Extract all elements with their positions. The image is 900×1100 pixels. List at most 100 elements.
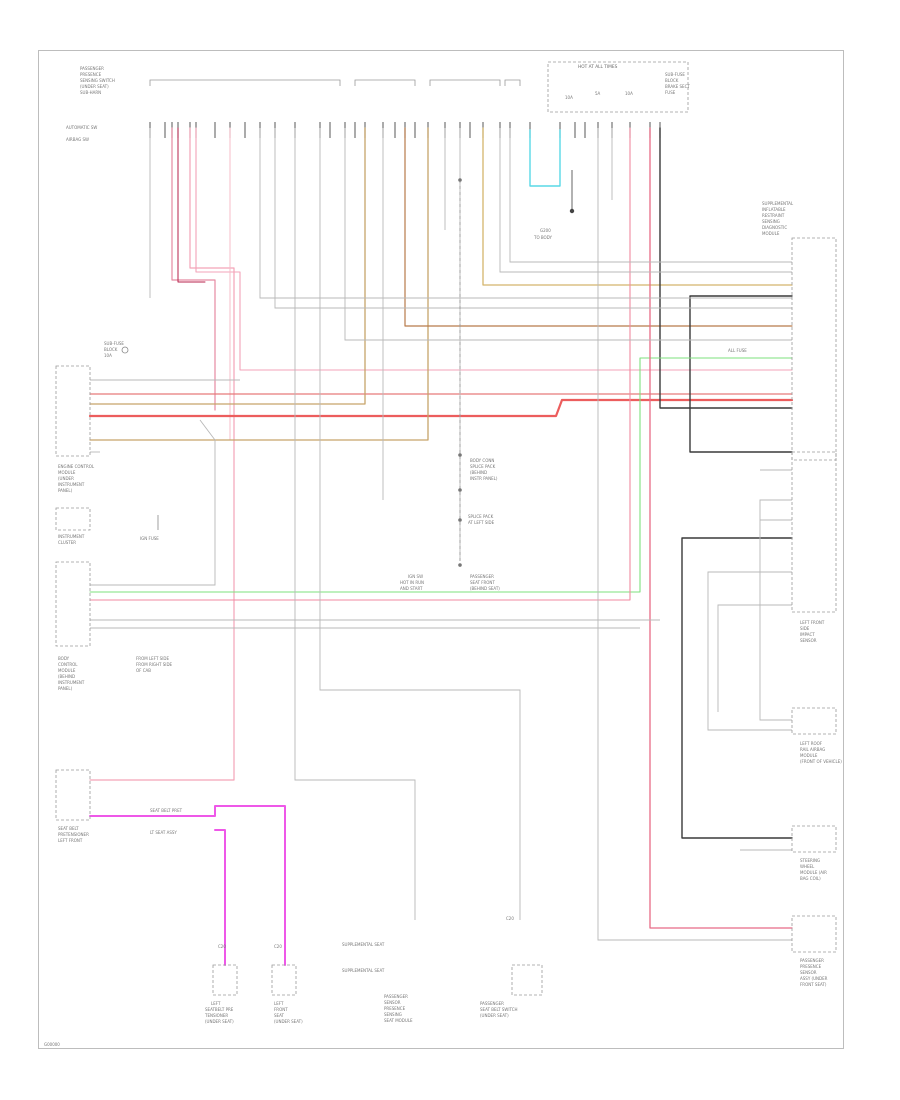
svg-text:FROM LEFT SIDE: FROM LEFT SIDE [136,656,169,661]
svg-text:ALL FUSE: ALL FUSE [728,348,747,353]
bottom-comp-4: C20 PASSENGER SEAT BELT SWITCH (UNDER SE… [480,916,543,1018]
svg-text:RAIL AIRBAG: RAIL AIRBAG [800,747,825,752]
fuse-block-title: HOT AT ALL TIMES [578,64,618,70]
page-code: G00000 [44,1042,60,1047]
svg-text:INSTRUMENT: INSTRUMENT [58,482,85,487]
bottom-comp-1: C20 LEFT SEATBELT PRE TENSIONER (UNDER S… [204,944,238,1024]
wire-yellow [482,127,793,286]
wire-pink-3 [195,127,793,371]
bottom-comp-3: SUPPLEMENTAL SEAT SUPPLEMENTAL SEAT PASS… [342,942,413,1023]
svg-text:HOT IN RUN: HOT IN RUN [400,580,424,585]
svg-text:INSTRUMENT: INSTRUMENT [58,534,85,539]
svg-text:(UNDER SEAT): (UNDER SEAT) [274,1019,303,1024]
svg-text:INSTR PANEL): INSTR PANEL) [470,476,498,481]
svg-text:STEERING: STEERING [800,858,820,863]
svg-text:LEFT FRONT: LEFT FRONT [58,838,83,843]
svg-text:OF CAB: OF CAB [136,668,151,673]
right-roof-module-1: LEFT ROOF RAIL AIRBAG MODULE (FRONT OF V… [791,707,842,764]
svg-text:C20: C20 [218,944,226,949]
svg-text:AND START: AND START [400,586,423,591]
right-roof-module-2: STEERING WHEEL MODULE (AIR BAG COIL) [791,825,837,881]
bottom-comp-2: C20 LEFT FRONT SEAT (UNDER SEAT) [271,944,303,1024]
svg-text:SEAT BELT SWITCH: SEAT BELT SWITCH [480,1007,518,1012]
svg-text:C20: C20 [506,916,514,921]
svg-text:BLOCK: BLOCK [665,78,679,83]
svg-text:10A: 10A [104,353,112,358]
svg-text:FUSE: FUSE [665,90,676,95]
svg-text:10A: 10A [565,95,573,100]
svg-text:LT SEAT ASSY: LT SEAT ASSY [150,830,177,835]
wire-black-3 [681,537,793,839]
fuse-block: HOT AT ALL TIMES SUB-FUSE BLOCK BRAKE SE… [547,61,690,113]
svg-text:IMPACT: IMPACT [800,632,815,637]
svg-text:SUB-FUSE: SUB-FUSE [665,72,685,77]
wire-brown [404,127,793,327]
wire-tan-1 [89,127,366,405]
svg-text:SENSING: SENSING [384,1012,402,1017]
svg-text:PANEL): PANEL) [58,686,73,691]
svg-text:(BEHIND SEAT): (BEHIND SEAT) [470,586,500,591]
svg-text:AUTOMATIC SW: AUTOMATIC SW [66,125,97,130]
wire-pink-2 [89,127,235,781]
svg-text:FRONT SEAT): FRONT SEAT) [800,982,827,987]
svg-text:ASSY (UNDER: ASSY (UNDER [800,976,828,981]
svg-text:FROM RIGHT SIDE: FROM RIGHT SIDE [136,662,173,667]
svg-text:LEFT ROOF: LEFT ROOF [800,741,823,746]
svg-text:(UNDER: (UNDER [58,476,74,481]
svg-text:TO BODY: TO BODY [533,235,553,240]
svg-text:SUPPLEMENTAL: SUPPLEMENTAL [762,201,794,206]
svg-text:CLUSTER: CLUSTER [58,540,76,545]
right-side-sensor: LEFT FRONT SIDE IMPACT SENSOR [791,451,837,643]
svg-text:SPLICE PACK: SPLICE PACK [470,464,496,469]
svg-text:SUPPLEMENTAL SEAT: SUPPLEMENTAL SEAT [342,968,385,973]
svg-text:PRESENCE: PRESENCE [800,964,822,969]
svg-text:10A: 10A [625,91,633,96]
svg-text:SEAT MODULE: SEAT MODULE [384,1018,413,1023]
svg-text:SEAT: SEAT [274,1013,284,1018]
svg-text:TENSIONER: TENSIONER [204,1013,228,1018]
svg-text:5A: 5A [595,91,601,96]
svg-text:MODULE: MODULE [58,668,76,673]
left-module-bcm: BODY CONTROL MODULE (BEHIND INSTRUMENT P… [55,561,173,691]
left-module-ecm: SUB-FUSE BLOCK 10A ENGINE CONTROL MODULE… [55,341,129,493]
wire-darkred-1 [177,127,206,283]
svg-text:IGN FUSE: IGN FUSE [140,536,159,541]
svg-text:PRETENSIONER: PRETENSIONER [58,832,89,837]
wire-black-1 [659,127,793,409]
svg-text:ENGINE CONTROL: ENGINE CONTROL [58,464,95,469]
svg-text:SENSING: SENSING [762,219,780,224]
svg-text:SEAT FRONT: SEAT FRONT [470,580,495,585]
svg-text:BRAKE SECT: BRAKE SECT [665,84,690,89]
svg-text:SPLICE PACK: SPLICE PACK [468,514,494,519]
svg-text:(UNDER SEAT): (UNDER SEAT) [480,1013,509,1018]
svg-text:(BEHIND: (BEHIND [58,674,75,679]
svg-text:PASSENGER: PASSENGER [480,1001,504,1006]
svg-text:PASSENGER: PASSENGER [470,574,494,579]
svg-text:(UNDER SEAT): (UNDER SEAT) [80,84,109,89]
wire-tan-2 [89,127,429,441]
wire-pink-6 [649,127,793,929]
left-module-cluster: INSTRUMENT CLUSTER IGN FUSE [55,507,159,545]
svg-text:SUPPLEMENTAL SEAT: SUPPLEMENTAL SEAT [342,942,385,947]
svg-text:(BEHIND: (BEHIND [470,470,487,475]
svg-text:BAG COIL): BAG COIL) [800,876,821,881]
wire-black-2 [689,295,793,453]
wire-pink-5 [89,127,631,601]
wire-green [89,357,793,593]
svg-text:MODULE: MODULE [58,470,76,475]
wire-cyan [529,129,561,187]
top-connector-header: PASSENGER PRESENCE SENSING SWITCH (UNDER… [66,66,521,142]
svg-text:INFLATABLE: INFLATABLE [762,207,786,212]
svg-text:MODULE: MODULE [762,231,780,236]
center-splice: BODY CONN SPLICE PACK (BEHIND INSTR PANE… [400,178,500,591]
svg-text:(FRONT OF VEHICLE): (FRONT OF VEHICLE) [800,759,842,764]
svg-text:MODULE: MODULE [800,753,818,758]
svg-text:AT LEFT SIDE: AT LEFT SIDE [468,520,495,525]
right-module-airbag: SUPPLEMENTAL INFLATABLE RESTRAINT SENSIN… [728,201,837,461]
ground-top: G200 TO BODY [533,170,575,240]
svg-text:PANEL): PANEL) [58,488,73,493]
svg-text:INSTRUMENT: INSTRUMENT [58,680,85,685]
svg-text:LEFT: LEFT [211,1001,221,1006]
svg-text:C20: C20 [274,944,282,949]
